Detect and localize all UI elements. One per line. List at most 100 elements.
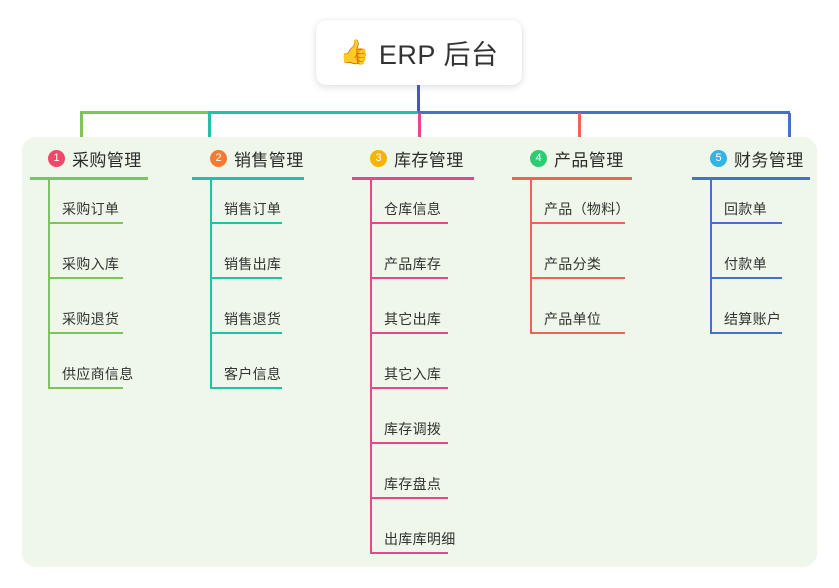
branch-header-4[interactable]: 4 产品管理 xyxy=(512,146,660,170)
branch-item-label: 销售退货 xyxy=(224,311,282,327)
branch-item-underline xyxy=(370,442,448,444)
branch-item-label: 采购退货 xyxy=(62,311,120,327)
branch-item-underline xyxy=(48,277,123,279)
branch-item-label: 产品分类 xyxy=(544,256,602,272)
branch-item[interactable]: 销售订单 xyxy=(192,180,320,235)
branch-column-4: 4 产品管理产品（物料） 产品分类产品单位 xyxy=(512,146,660,345)
branch-item[interactable]: 产品（物料） xyxy=(512,180,660,235)
branch-item-underline xyxy=(48,332,123,334)
branch-underline xyxy=(352,177,474,180)
branch-title: 销售管理 xyxy=(234,150,304,170)
branch-item[interactable]: 付款单 xyxy=(692,235,812,290)
branch-item-label: 销售出库 xyxy=(224,256,282,272)
branch-item-label: 销售订单 xyxy=(224,201,282,217)
branch-item[interactable]: 结算账户 xyxy=(692,290,812,345)
branch-item-label: 采购订单 xyxy=(62,201,120,217)
branch-item-underline xyxy=(210,222,282,224)
branch-item-underline xyxy=(48,222,123,224)
branch-item[interactable]: 其它出库 xyxy=(352,290,480,345)
branch-underline xyxy=(192,177,304,180)
branch-item-label: 客户信息 xyxy=(224,366,282,382)
drop-purchase xyxy=(80,113,83,141)
branch-item[interactable]: 销售出库 xyxy=(192,235,320,290)
branch-item[interactable]: 产品库存 xyxy=(352,235,480,290)
branch-item-label: 其它出库 xyxy=(384,311,442,327)
branch-header-1[interactable]: 1 采购管理 xyxy=(30,146,158,170)
branch-item-label: 仓库信息 xyxy=(384,201,442,217)
branch-item-list: 回款单付款单结算账户 xyxy=(692,180,812,345)
branch-item-label: 出库库明细 xyxy=(384,531,456,547)
branch-item-underline xyxy=(370,277,448,279)
branch-item-underline xyxy=(210,332,282,334)
branch-title: 采购管理 xyxy=(72,150,142,170)
branch-column-2: 2 销售管理销售订单销售出库销售退货客户信息 xyxy=(192,146,320,400)
branch-item-list: 采购订单采购入库采购退货供应商信息 xyxy=(30,180,158,400)
branch-item[interactable]: 仓库信息 xyxy=(352,180,480,235)
branch-item[interactable]: 产品单位 xyxy=(512,290,660,345)
branch-item-underline xyxy=(530,222,625,224)
branch-number-badge: 1 xyxy=(48,149,65,167)
branch-title: 产品管理 xyxy=(554,150,624,170)
branch-item-list: 仓库信息产品库存其它出库其它入库库存调拨库存盘点出库库明细 xyxy=(352,180,480,565)
branch-item-underline xyxy=(210,277,282,279)
branch-item-underline xyxy=(48,387,123,389)
branch-item-underline xyxy=(530,332,625,334)
branch-header-5[interactable]: 5 财务管理 xyxy=(692,146,812,170)
branch-item-list: 产品（物料） 产品分类产品单位 xyxy=(512,180,660,345)
root-stem-connector xyxy=(417,85,420,113)
branch-item-label: 回款单 xyxy=(724,201,767,217)
branch-item[interactable]: 回款单 xyxy=(692,180,812,235)
branch-spine xyxy=(48,180,50,389)
branch-item[interactable]: 采购入库 xyxy=(30,235,158,290)
branch-item-label: 产品库存 xyxy=(384,256,442,272)
branch-item-underline xyxy=(710,277,782,279)
branch-underline xyxy=(512,177,632,180)
drop-sales xyxy=(208,113,211,141)
branch-number-badge: 2 xyxy=(210,149,227,167)
branch-item-underline xyxy=(370,332,448,334)
branch-number-badge: 4 xyxy=(530,149,547,167)
branch-number-badge: 5 xyxy=(710,149,727,167)
thumbs-up-icon: 👍 xyxy=(339,38,370,66)
root-node-label: 👍 ERP 后台 xyxy=(340,33,499,72)
drop-finance xyxy=(788,113,791,141)
branch-item-label: 结算账户 xyxy=(724,311,782,327)
branch-item[interactable]: 出库库明细 xyxy=(352,510,480,565)
branch-item-label: 产品单位 xyxy=(544,311,602,327)
branch-item[interactable]: 库存调拨 xyxy=(352,400,480,455)
branch-item[interactable]: 其它入库 xyxy=(352,345,480,400)
branch-item[interactable]: 客户信息 xyxy=(192,345,320,400)
branch-item[interactable]: 采购订单 xyxy=(30,180,158,235)
branch-item-underline xyxy=(530,277,625,279)
branch-item[interactable]: 供应商信息 xyxy=(30,345,158,400)
branch-title: 财务管理 xyxy=(734,150,804,170)
branch-spine xyxy=(370,180,372,554)
branch-item[interactable]: 产品分类 xyxy=(512,235,660,290)
branch-item[interactable]: 库存盘点 xyxy=(352,455,480,510)
branch-item-underline xyxy=(370,497,448,499)
branch-header-2[interactable]: 2 销售管理 xyxy=(192,146,320,170)
branch-spine xyxy=(210,180,212,389)
branch-column-1: 1 采购管理采购订单采购入库采购退货供应商信息 xyxy=(30,146,158,400)
branch-item-label: 供应商信息 xyxy=(62,366,134,382)
branch-column-5: 5 财务管理回款单付款单结算账户 xyxy=(692,146,812,345)
branch-item-underline xyxy=(370,222,448,224)
root-node[interactable]: 👍 ERP 后台 xyxy=(316,20,522,85)
branch-item-underline xyxy=(370,552,448,554)
branches-panel xyxy=(22,137,817,567)
branch-underline xyxy=(30,177,148,180)
branch-item[interactable]: 采购退货 xyxy=(30,290,158,345)
segment-green xyxy=(80,111,208,114)
branch-number-badge: 3 xyxy=(370,149,387,167)
branch-item-label: 库存调拨 xyxy=(384,421,442,437)
branch-spine xyxy=(710,180,712,334)
branch-item-underline xyxy=(710,332,782,334)
branch-item-label: 采购入库 xyxy=(62,256,120,272)
branch-item-underline xyxy=(210,387,282,389)
branch-underline xyxy=(692,177,810,180)
segment-teal xyxy=(208,111,418,114)
branch-item[interactable]: 销售退货 xyxy=(192,290,320,345)
branch-item-underline xyxy=(710,222,782,224)
